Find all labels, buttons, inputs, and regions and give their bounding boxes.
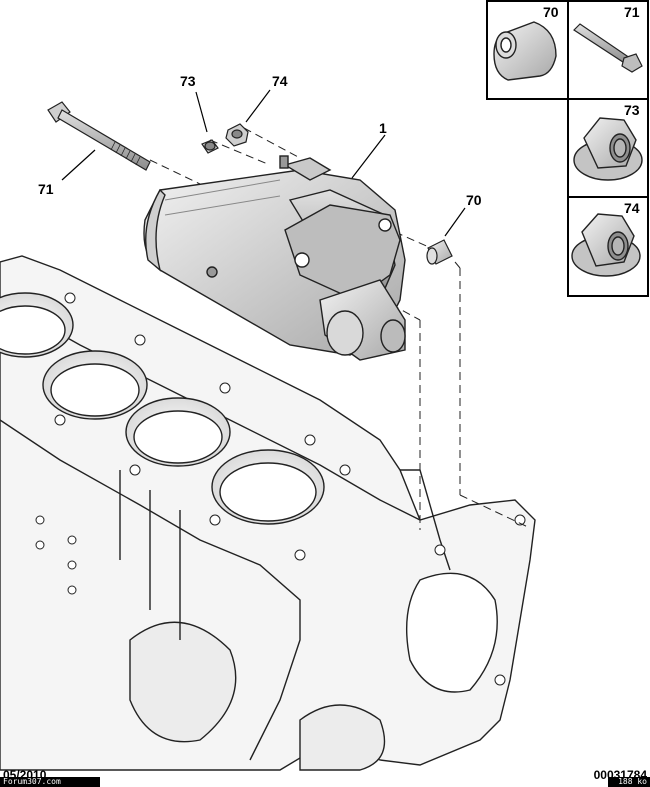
- legend-number-74: 74: [624, 200, 640, 216]
- cylinder-bore: [125, 397, 231, 467]
- watermark-bar: Forum307.com: [0, 777, 100, 787]
- bushing-70: [426, 239, 453, 265]
- starter-motor: [143, 155, 406, 361]
- callout-starter: 1: [379, 120, 387, 136]
- leader-lines: [61, 89, 466, 237]
- bolt-icon: [573, 23, 643, 73]
- legend-number-73: 73: [624, 102, 640, 118]
- nut-74: [225, 123, 249, 147]
- cylinder-bore: [0, 292, 74, 358]
- cylinder-bore: [42, 350, 148, 420]
- flange-nut-icon: [571, 213, 641, 277]
- cylinder-bore: [211, 449, 325, 525]
- callout-nut-73: 73: [180, 73, 196, 89]
- callout-bolt-71: 71: [38, 181, 54, 197]
- legend-number-70: 70: [543, 4, 559, 20]
- bolt-71: [47, 101, 151, 171]
- bushing-icon: [493, 21, 557, 81]
- callout-nut-74: 74: [272, 73, 288, 89]
- legend-number-71: 71: [624, 4, 640, 20]
- flange-nut-icon: [573, 117, 643, 181]
- engine-block: [0, 255, 536, 771]
- nut-73: [201, 139, 219, 154]
- filesize-bar: 188 ko: [608, 777, 650, 787]
- callout-bushing-70: 70: [466, 192, 482, 208]
